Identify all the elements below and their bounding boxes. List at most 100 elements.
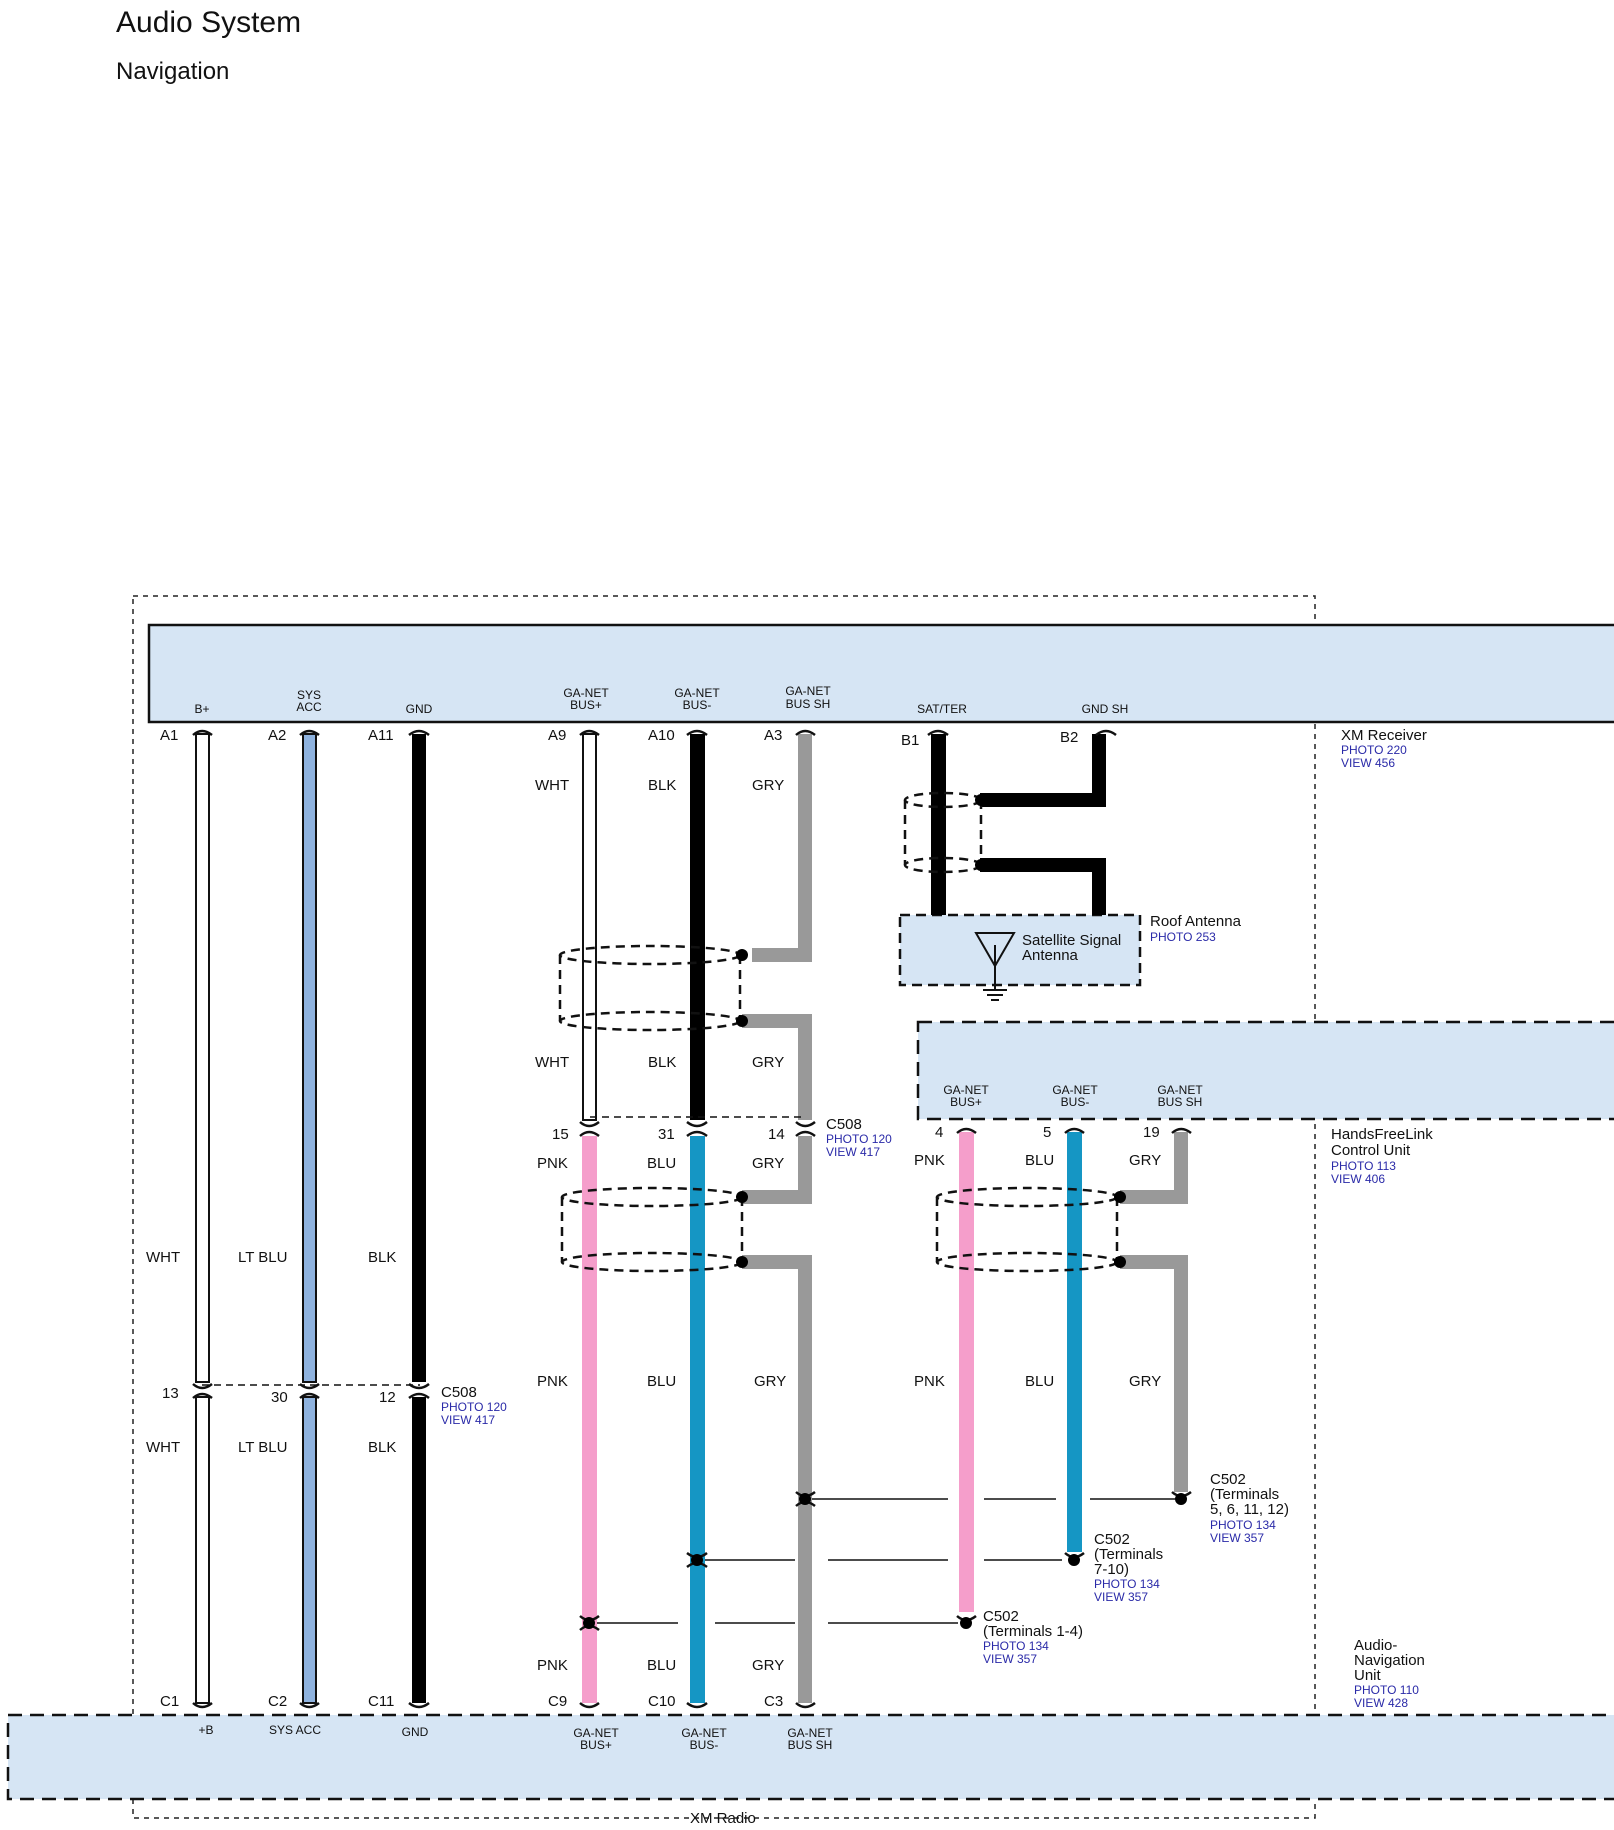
- terminal-c3: C3: [764, 1693, 783, 1710]
- terminal-b2: B2: [1060, 729, 1078, 746]
- antenna-icon: [974, 932, 1016, 1001]
- wire-wht-busplus: [582, 733, 597, 1121]
- wire-blk-satter: [931, 734, 946, 915]
- wire-label-wht: WHT: [535, 777, 569, 794]
- wire-label-blu: BLU: [1025, 1373, 1054, 1390]
- c508-low-name: C508: [441, 1384, 477, 1401]
- c502-sh-term-1: (Terminals: [1210, 1486, 1279, 1503]
- terminal-15: 15: [552, 1126, 569, 1143]
- roof-antenna-module: [898, 913, 1142, 987]
- wire-pnk-hfl: [959, 1132, 974, 1612]
- wire-label-blk: BLK: [648, 777, 676, 794]
- shield-dots: [736, 794, 1126, 1268]
- wire-label-gry: GRY: [1129, 1373, 1161, 1390]
- wire-blk-gnd-a: [412, 734, 426, 1382]
- terminal-c1: C1: [160, 1693, 179, 1710]
- terminal-13: 13: [162, 1385, 179, 1402]
- c508-top-name: C508: [826, 1116, 862, 1133]
- audio-navigation-module: [6, 1713, 1614, 1801]
- wire-label-blu: BLU: [1025, 1152, 1054, 1169]
- wire-label-pnk: PNK: [537, 1657, 568, 1674]
- an-pin-bussh-1: GA-NET: [787, 1726, 833, 1740]
- wire-label-gry: GRY: [752, 1155, 784, 1172]
- terminal-c2: C2: [268, 1693, 287, 1710]
- an-name-1: Audio-: [1354, 1637, 1397, 1654]
- wire-gry-bussh-1: [752, 734, 812, 962]
- terminal-a1: A1: [160, 727, 178, 744]
- wire-blu-busminus: [690, 1136, 705, 1703]
- pin-sysacc-label-1: SYS: [297, 688, 321, 702]
- c508-low-view: VIEW 417: [441, 1413, 495, 1427]
- hfl-pin-busminus-1: GA-NET: [1052, 1083, 1098, 1097]
- wire-label-gry: GRY: [752, 777, 784, 794]
- wire-label-wht: WHT: [146, 1439, 180, 1456]
- wire-blk-gndsh-1: [980, 734, 1106, 807]
- wires: [195, 733, 1188, 1704]
- pin-busminus-label-2: BUS-: [683, 698, 712, 712]
- c502-sh-photo: PHOTO 134: [1210, 1518, 1276, 1532]
- pin-busplus-label-2: BUS+: [570, 698, 602, 712]
- antenna-inner-2: Antenna: [1022, 947, 1079, 964]
- pin-bussh-label-2: BUS SH: [786, 697, 831, 711]
- page-subtitle: Navigation: [116, 58, 230, 85]
- wire-label-gry: GRY: [754, 1373, 786, 1390]
- wire-label-wht: WHT: [535, 1054, 569, 1071]
- terminal-b1: B1: [901, 732, 919, 749]
- pin-bplus-label: B+: [194, 702, 209, 716]
- hfl-pin-bussh-2: BUS SH: [1158, 1095, 1203, 1109]
- an-pin-gnd: GND: [402, 1725, 429, 1739]
- xm-receiver-photo: PHOTO 220: [1341, 743, 1407, 757]
- wire-gry-bussh-2: [742, 1014, 812, 1120]
- terminal-19: 19: [1143, 1124, 1160, 1141]
- terminal-5: 5: [1043, 1124, 1051, 1141]
- wire-pnk-busplus: [582, 1136, 597, 1703]
- terminal-c9: C9: [548, 1693, 567, 1710]
- xm-radio-name: XM Radio: [690, 1810, 756, 1827]
- terminal-4: 4: [935, 1124, 943, 1141]
- terminal-a2: A2: [268, 727, 286, 744]
- wire-ltblu-sysacc-b: [302, 1396, 317, 1704]
- an-pin-busminus-2: BUS-: [690, 1738, 719, 1752]
- wire-gry-hfl-2: [1120, 1255, 1188, 1492]
- wire-label-pnk: PNK: [537, 1373, 568, 1390]
- page-title: Audio System: [116, 6, 302, 39]
- wire-label-ltblu: LT BLU: [238, 1249, 287, 1266]
- hfl-view: VIEW 406: [1331, 1172, 1385, 1186]
- an-pin-sysacc: SYS ACC: [269, 1723, 321, 1737]
- roof-antenna-photo: PHOTO 253: [1150, 930, 1216, 944]
- wire-label-pnk: PNK: [914, 1152, 945, 1169]
- c502-plus-name: C502: [983, 1608, 1019, 1625]
- c502-sh-name: C502: [1210, 1471, 1246, 1488]
- wire-label-wht: WHT: [146, 1249, 180, 1266]
- terminal-c10: C10: [648, 1693, 676, 1710]
- wire-label-pnk: PNK: [537, 1155, 568, 1172]
- c502-plus-view: VIEW 357: [983, 1652, 1037, 1666]
- an-pin-busminus-1: GA-NET: [681, 1726, 727, 1740]
- an-photo: PHOTO 110: [1354, 1683, 1419, 1697]
- an-pin-busplus-1: GA-NET: [573, 1726, 619, 1740]
- wire-blk-busminus: [690, 734, 705, 1120]
- terminal-31: 31: [658, 1126, 675, 1143]
- pin-satter-label: SAT/TER: [917, 702, 967, 716]
- connector-lines: [202, 1116, 805, 1386]
- c502-minus-view: VIEW 357: [1094, 1590, 1148, 1604]
- terminal-12: 12: [379, 1389, 396, 1406]
- wire-label-blu: BLU: [647, 1155, 676, 1172]
- wire-label-blu: BLU: [647, 1657, 676, 1674]
- wire-gry-bussh-4: [742, 1255, 812, 1703]
- wire-label-pnk: PNK: [914, 1373, 945, 1390]
- c502-plus-photo: PHOTO 134: [983, 1639, 1049, 1653]
- wire-gry-bussh-3: [742, 1136, 812, 1204]
- hfl-pin-busplus-1: GA-NET: [943, 1083, 989, 1097]
- terminal-30: 30: [271, 1389, 288, 1406]
- wire-label-ltblu: LT BLU: [238, 1439, 287, 1456]
- c502-minus-photo: PHOTO 134: [1094, 1577, 1160, 1591]
- terminal-c11: C11: [368, 1693, 394, 1710]
- pin-gnd-label: GND: [406, 702, 433, 716]
- an-view: VIEW 428: [1354, 1696, 1408, 1710]
- xm-receiver-name: XM Receiver: [1341, 727, 1427, 744]
- wire-ltblu-sysacc-a: [302, 733, 317, 1383]
- hfl-photo: PHOTO 113: [1331, 1159, 1396, 1173]
- hfl-name-2: Control Unit: [1331, 1142, 1411, 1159]
